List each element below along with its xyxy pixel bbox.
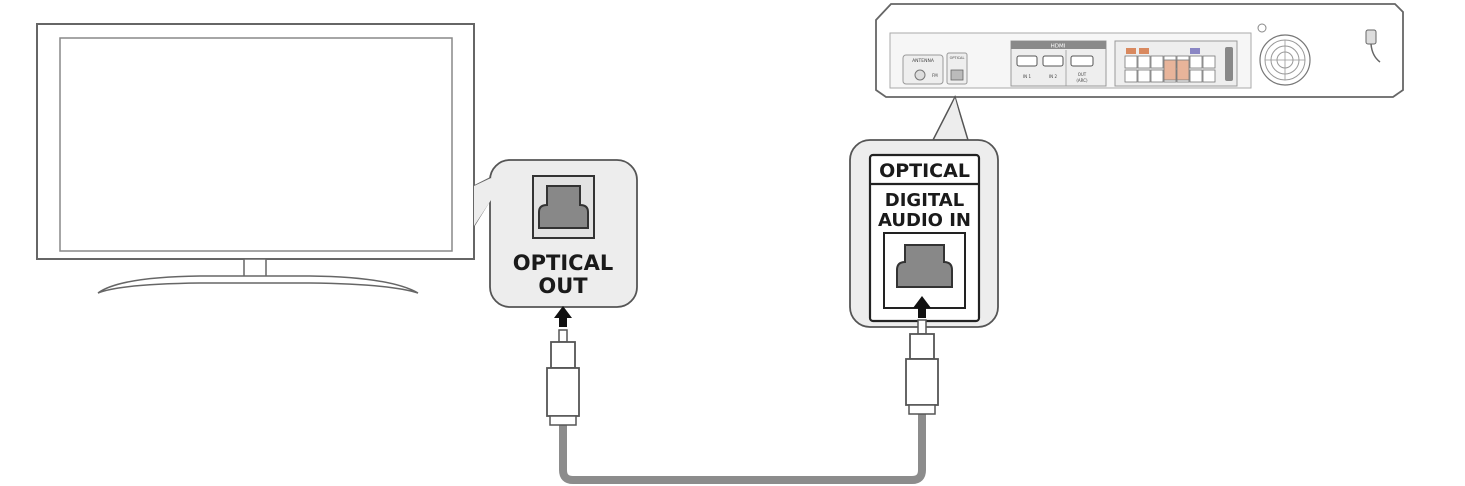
arrow-up-icon	[554, 306, 572, 327]
tv	[36, 23, 475, 294]
receiver-callout-header: OPTICAL	[879, 160, 970, 182]
tv-callout-line2: OUT	[538, 274, 588, 298]
power-cord-icon	[1365, 29, 1381, 63]
optical-plug-tv-side	[546, 329, 580, 426]
fm-jack-icon	[914, 69, 926, 81]
optical-small-label: OPTICAL	[950, 56, 965, 60]
receiver-screw	[1257, 23, 1267, 33]
arrow-up-icon	[913, 296, 931, 318]
tv-callout-line1: OPTICAL	[513, 251, 613, 275]
optical-in-small-port	[950, 69, 964, 81]
tv-neck	[243, 258, 267, 279]
tv-screen	[59, 37, 453, 252]
hdmi-in1-label: IN 1	[1023, 74, 1031, 79]
hdmi-in2-port	[1042, 55, 1064, 67]
speaker-terminals	[1114, 40, 1238, 87]
tv-optical-out-callout: OPTICAL OUT	[473, 159, 638, 308]
cooling-fan-icon	[1259, 34, 1311, 86]
optical-out-port-icon	[538, 185, 589, 229]
antenna-label: ANTENNA	[912, 58, 935, 64]
receiver-optical-in-callout: OPTICAL DIGITAL AUDIO IN	[849, 95, 999, 328]
receiver-callout-line2: AUDIO IN	[878, 210, 971, 231]
hdmi-out-port	[1070, 55, 1094, 67]
hdmi-in2-label: IN 2	[1049, 74, 1057, 79]
hdmi-label: HDMI	[1051, 44, 1066, 50]
optical-cable	[559, 406, 926, 484]
av-receiver: ANTENNA FM OPTICAL HDMI IN 1 IN 2 OUT (A…	[875, 3, 1404, 98]
hdmi-out-label: OUT	[1078, 72, 1087, 77]
fm-label: FM	[932, 73, 938, 78]
antenna-block	[902, 54, 944, 85]
optical-in-port-icon	[896, 244, 953, 288]
receiver-callout-line1: DIGITAL	[885, 190, 964, 211]
optical-plug-receiver-side	[905, 319, 939, 415]
tv-stand	[97, 275, 419, 294]
arc-label: (ARC)	[1076, 78, 1088, 83]
hdmi-in1-port	[1016, 55, 1038, 67]
